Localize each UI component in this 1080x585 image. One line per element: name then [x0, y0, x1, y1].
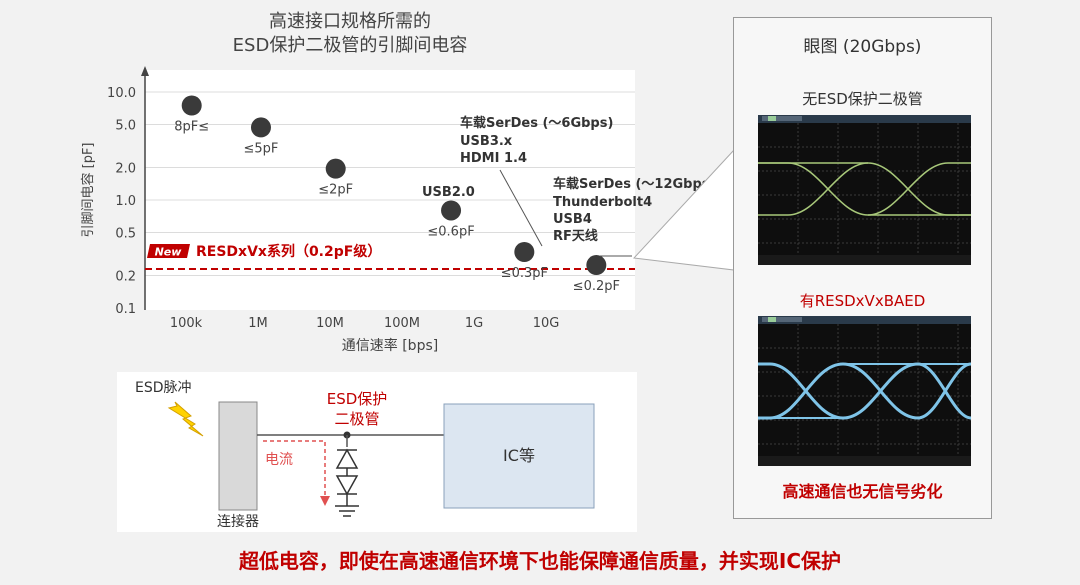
- data-point: [586, 255, 607, 276]
- annotation-serdes12-line4: RF天线: [553, 228, 598, 244]
- ic-label: IC等: [503, 446, 535, 465]
- eye-diagram-panel: 眼图 (20Gbps) 无ESD保护二极管 有RESDxVxBAED: [733, 17, 992, 519]
- current-path-arrow: [263, 440, 326, 500]
- y-tick-label: 10.0: [107, 86, 136, 101]
- esd-diode-label-line2: 二极管: [334, 410, 379, 428]
- data-point: [325, 158, 346, 179]
- y-axis-label: 引脚间电容 [pF]: [80, 142, 96, 237]
- esd-diode-label-line1: ESD保护: [327, 390, 388, 408]
- eye-panel-title: 眼图 (20Gbps): [803, 37, 922, 57]
- y-tick-label: 0.1: [115, 302, 136, 317]
- ground-icon: [335, 505, 359, 517]
- y-tick-label: 0.5: [115, 227, 136, 242]
- chart-title: 高速接口规格所需的 ESD保护二极管的引脚间电容: [200, 10, 500, 58]
- x-tick-label: 100M: [384, 316, 420, 331]
- annotation-serdes6-line1: 车载SerDes (～6Gbps): [460, 115, 613, 131]
- x-tick-label: 10M: [316, 316, 344, 331]
- callout-line-6g: [499, 169, 543, 247]
- eye-diagram-without: [758, 115, 971, 265]
- x-tick-label: 1G: [465, 316, 483, 331]
- threshold-label: RESDxVx系列（0.2pF级）: [196, 243, 381, 260]
- x-tick-labels: 100k 1M 10M 100M 1G 10G: [170, 316, 559, 331]
- data-point-label: ≤0.3pF: [501, 266, 548, 281]
- data-point-label: ≤2pF: [318, 183, 353, 198]
- annotation-serdes6-line3: HDMI 1.4: [460, 151, 527, 166]
- x-axis-label: 通信速率 [bps]: [342, 337, 438, 354]
- x-tick-label: 10G: [533, 316, 560, 331]
- data-point-label: ≤5pF: [244, 141, 279, 156]
- x-tick-label: 100k: [170, 316, 203, 331]
- data-point-label: ≤0.2pF: [573, 279, 620, 294]
- y-tick-labels: 10.0 5.0 2.0 1.0 0.5 0.2 0.1: [107, 86, 136, 317]
- y-tick-label: 5.0: [115, 119, 136, 134]
- footer-tagline: 超低电容，即使在高速通信环境下也能保障通信质量，并实现IC保护: [238, 549, 842, 573]
- esd-pulse-label: ESD脉冲: [135, 380, 192, 396]
- ic-block: [443, 403, 595, 509]
- data-point-label: ≤0.6pF: [427, 224, 474, 239]
- new-badge-shape: [147, 244, 190, 258]
- x-tick-label: 1M: [248, 316, 268, 331]
- annotation-serdes12-line3: USB4: [553, 212, 592, 227]
- annotation-serdes12-line1: 车载SerDes (～12Gbps): [553, 176, 715, 192]
- data-point-label: 8pF≤: [174, 119, 209, 134]
- current-label: 电流: [265, 452, 293, 468]
- eye-diagram-with: [758, 316, 972, 466]
- circuit-svg: ESD脉冲 连接器 ESD保护 二极管 电流 IC等: [135, 380, 595, 530]
- esd-diode-symbol: [335, 448, 359, 506]
- lightning-icon: [167, 401, 204, 437]
- new-badge-text: New: [155, 246, 183, 259]
- annotation-usb2: USB2.0: [422, 185, 475, 200]
- eye-label-with: 有RESDxVxBAED: [799, 292, 926, 310]
- eye-label-without: 无ESD保护二极管: [802, 90, 923, 108]
- connector-label: 连接器: [217, 513, 259, 530]
- data-point: [514, 242, 535, 263]
- new-badge: New: [147, 244, 190, 259]
- y-tick-label: 1.0: [115, 194, 136, 209]
- data-points: 8pF≤ ≤5pF ≤2pF ≤0.6pF ≤0.3pF ≤0.2pF: [174, 95, 620, 294]
- y-tick-label: 2.0: [115, 161, 136, 176]
- annotation-serdes6-line2: USB3.x: [460, 134, 513, 149]
- grid: [145, 91, 635, 276]
- data-point: [181, 95, 202, 116]
- connector-block: [218, 401, 258, 511]
- chart-title-line2: ESD保护二极管的引脚间电容: [232, 35, 468, 56]
- y-axis-arrow-icon: [141, 66, 149, 76]
- y-tick-label: 0.2: [115, 269, 136, 284]
- data-point: [250, 117, 271, 138]
- data-point: [441, 200, 462, 221]
- callout-pointer: [632, 148, 735, 271]
- eye-bottom-label: 高速通信也无信号劣化: [782, 482, 943, 501]
- esd-circuit-diagram: ESD脉冲 连接器 ESD保护 二极管 电流 IC等: [117, 372, 637, 532]
- chart-title-line1: 高速接口规格所需的: [269, 11, 431, 32]
- annotation-serdes12-line2: Thunderbolt4: [553, 195, 652, 210]
- current-arrowhead-icon: [320, 496, 330, 506]
